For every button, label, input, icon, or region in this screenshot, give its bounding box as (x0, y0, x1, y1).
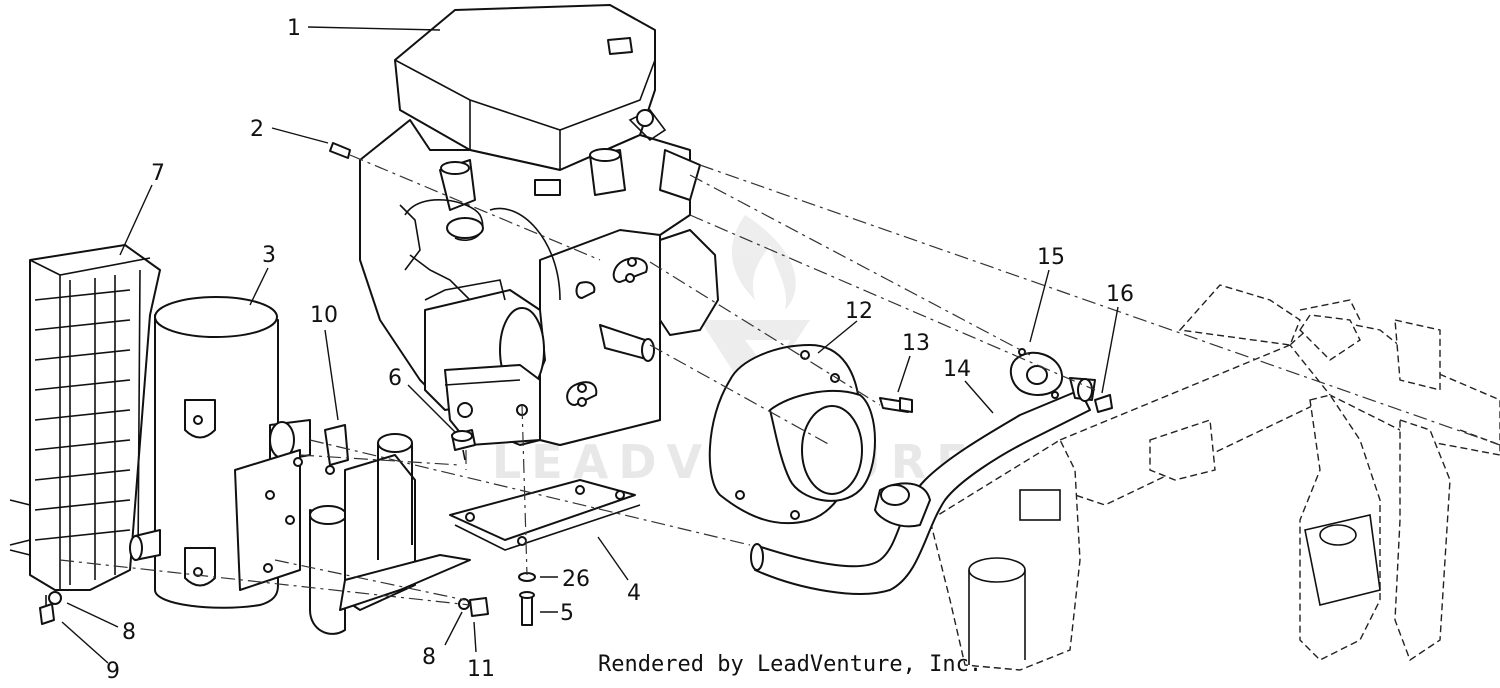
callout-12: 12 (845, 299, 873, 324)
callout-2: 2 (250, 117, 264, 142)
callout-8-lower: 8 (422, 645, 436, 670)
muffler (129, 296, 311, 609)
adapter-plate (708, 344, 876, 525)
callout-9: 9 (106, 659, 120, 684)
callout-1: 1 (287, 16, 301, 41)
callout-14: 14 (943, 357, 971, 382)
muffler-guard (9, 244, 161, 591)
hardware (39, 142, 1113, 626)
callout-13: 13 (902, 331, 930, 356)
alignment-lines (59, 154, 1500, 606)
callout-8-left: 8 (122, 620, 136, 645)
callout-15: 15 (1037, 245, 1065, 270)
chassis-frame (929, 284, 1500, 671)
callout-26: 26 (562, 567, 590, 592)
callout-11: 11 (467, 657, 495, 682)
callout-7: 7 (151, 161, 165, 186)
callout-leaders (61, 26, 1119, 664)
callout-6: 6 (388, 366, 402, 391)
callout-5: 5 (560, 601, 574, 626)
callout-16: 16 (1106, 282, 1134, 307)
render-credit: Rendered by LeadVenture, Inc. (598, 652, 983, 677)
callout-labels: 1 2 3 4 5 6 7 8 8 9 10 11 12 13 14 15 16… (106, 16, 1134, 684)
callout-10: 10 (310, 303, 338, 328)
callout-3: 3 (262, 243, 276, 268)
engine (359, 4, 719, 446)
mounting-bracket (309, 433, 641, 635)
gasket (1009, 348, 1064, 399)
callout-4: 4 (627, 581, 641, 606)
